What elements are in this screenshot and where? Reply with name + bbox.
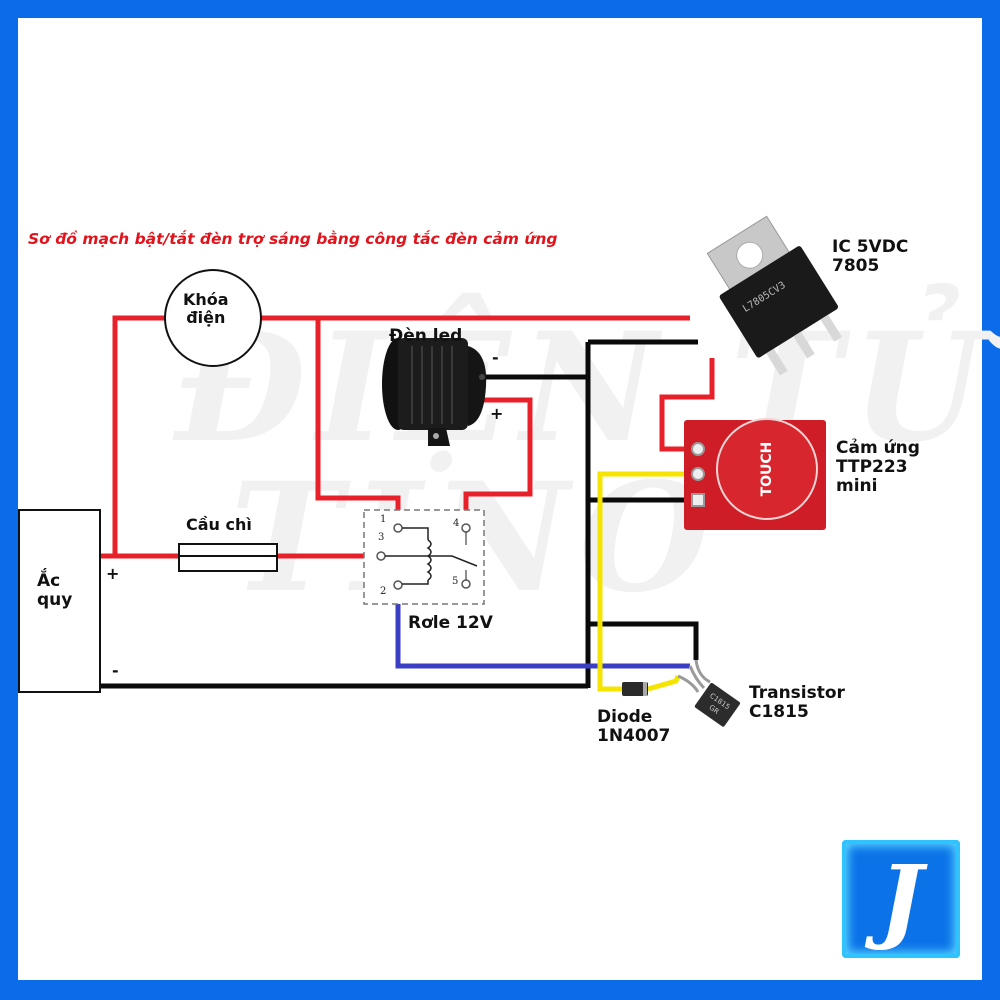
ignition-switch-circle[interactable] <box>164 269 262 367</box>
touch-pad-label: TOUCH <box>759 442 775 497</box>
relay-pin3 <box>376 551 386 561</box>
wire-regulator-out-to-touch-vcc <box>659 358 715 452</box>
relay-12v <box>363 509 485 605</box>
battery-minus-sign: - <box>112 661 119 680</box>
ignition-label-line2: điện <box>186 307 226 327</box>
battery-label-line1: Ắc <box>37 571 61 591</box>
regulator-label: IC 5VDC 7805 <box>832 237 909 277</box>
touch-label-line1: Cảm ứng <box>836 438 920 458</box>
relay-pin5 <box>461 579 471 589</box>
led-minus-terminal <box>479 374 485 380</box>
relay-pin1-label: 1 <box>380 514 387 525</box>
touch-pin-out <box>691 467 705 481</box>
transistor-label: Transistor C1815 <box>749 683 845 723</box>
wire-ground-to-transistor-emitter <box>588 621 699 660</box>
wire-battery-plus-to-ignition <box>100 315 165 559</box>
ignition-label-line1: Khóa <box>183 290 229 309</box>
led-plus-sign: + <box>490 404 504 423</box>
transistor-c1815-icon: C1815 GR <box>677 659 740 727</box>
relay-label: Rơle 12V <box>408 613 493 633</box>
battery-box <box>18 509 101 693</box>
fuse-label: Cầu chì <box>186 515 252 534</box>
regulator-label-line2: 7805 <box>832 256 880 277</box>
diode-label: Diode 1N4007 <box>597 707 671 747</box>
transistor-label-line2: C1815 <box>749 702 809 723</box>
ignition-switch-label: Khóa điện <box>183 291 229 327</box>
relay-pin4-label: 4 <box>453 518 460 529</box>
touch-sensor-label: Cảm ứng TTP223 mini <box>836 438 920 497</box>
relay-pin4 <box>461 523 471 533</box>
battery-label-line2: quy <box>37 590 73 611</box>
touch-pad <box>716 418 818 520</box>
touch-label-line2: TTP223 <box>836 457 908 478</box>
touch-pin-vcc <box>691 442 705 456</box>
battery-label: Ắc quy <box>37 571 73 611</box>
relay-switch-arm <box>385 555 478 567</box>
diode-label-line1: Diode <box>597 707 653 727</box>
touch-sensor-ttp223[interactable]: TOUCH <box>684 418 826 530</box>
wire-touch-out-to-diode <box>597 471 696 692</box>
wire-relay-pin2-to-transistor <box>395 585 690 669</box>
relay-coil <box>426 539 432 581</box>
transistor-label-line1: Transistor <box>749 683 845 703</box>
relay-pin2 <box>393 580 403 590</box>
wire-diode-to-transistor-base <box>647 675 681 692</box>
fuse-body <box>178 543 278 572</box>
relay-pin3-label: 3 <box>378 532 385 543</box>
touch-pin-gnd <box>691 493 705 507</box>
battery-plus-sign: + <box>106 564 120 583</box>
watermark-line1: ĐIỆN TỬ <box>175 300 993 476</box>
led-minus-sign: - <box>492 348 499 367</box>
regulator-7805-icon: L7805CV3 <box>706 215 842 376</box>
wire-ignition-to-relay-pin1 <box>315 318 401 526</box>
ground-wires <box>100 339 699 689</box>
regulator-label-line1: IC 5VDC <box>832 237 909 257</box>
relay-pin1 <box>393 523 403 533</box>
brand-logo: J <box>842 840 960 958</box>
relay-pin2-label: 2 <box>380 586 387 597</box>
logo-glyph-icon: J <box>879 845 923 953</box>
diagram-title: Sơ đồ mạch bật/tắt đèn trợ sáng bằng côn… <box>28 230 558 248</box>
diode-label-line2: 1N4007 <box>597 726 671 747</box>
diode-1n4007-icon <box>622 682 648 696</box>
touch-label-line3: mini <box>836 476 878 497</box>
led-lamp-icon <box>382 338 487 446</box>
relay-pin5-label: 5 <box>452 576 459 587</box>
wire-led-plus-to-relay-pin4 <box>463 397 533 526</box>
led-lamp-label: Đèn led <box>389 326 463 346</box>
